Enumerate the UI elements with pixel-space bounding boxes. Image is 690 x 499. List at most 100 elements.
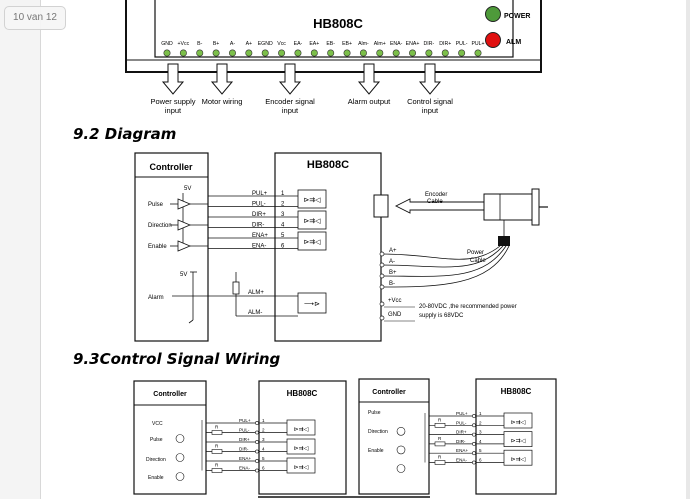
d93l-signal-pulse: Pulse <box>150 437 163 443</box>
d93l-controller-title: Controller <box>153 391 187 398</box>
d92-power-note-1: 20-80VDC ,the recommended power <box>419 304 517 310</box>
d93-resistor <box>211 468 223 473</box>
d92-signal-enable: Enable <box>148 244 167 250</box>
down-arrow <box>278 63 302 95</box>
d92-pin-name: ENA+ <box>252 233 268 239</box>
d93-pin-num: 5 <box>479 448 482 453</box>
indicator-alm-label: ALM <box>506 39 521 46</box>
terminal-dot <box>196 49 204 57</box>
arrow-caption: Motor wiring <box>202 97 243 106</box>
d92-pin-name: PUL+ <box>252 191 268 197</box>
d92-gnd: GND <box>388 312 402 318</box>
d93-pin-num: 4 <box>479 439 482 444</box>
d93r-driver-title: HB808C <box>501 387 532 396</box>
d93-pin-num: 4 <box>262 447 265 452</box>
d92-pin-name: DIR+ <box>252 212 266 218</box>
d92-pin-num: 1 <box>281 191 285 197</box>
terminal-label: DIR+ <box>439 41 451 47</box>
d93-pin-name: ENA- <box>456 458 467 463</box>
d93r-signal-pulse: Pulse <box>368 410 381 416</box>
d93r-signal-direction: Direction <box>368 429 388 435</box>
d93-resistor-label: R <box>215 444 219 449</box>
down-arrow <box>418 63 442 95</box>
terminal-label: B- <box>197 41 202 47</box>
terminal-dot <box>327 49 335 57</box>
d92-buffers <box>170 198 208 252</box>
terminal-label: ENA+ <box>406 41 420 47</box>
svg-text:⊳⇉◁: ⊳⇉◁ <box>511 438 526 445</box>
terminal-label: PUL- <box>456 41 468 47</box>
terminal-dot <box>359 49 367 57</box>
d93-pin-name: ENA- <box>239 466 250 471</box>
d93-resistor-label: R <box>438 455 442 460</box>
d93r-signal-enable: Enable <box>368 448 384 454</box>
d93-pin-num: 3 <box>262 437 265 442</box>
terminal-dot <box>294 49 302 57</box>
d92-vcc: +Vcc <box>388 298 402 304</box>
terminal-label: EB- <box>326 41 335 47</box>
d93-resistor <box>211 449 223 454</box>
terminal-dot <box>278 49 286 57</box>
page-indicator: 10 van 12 <box>4 6 66 30</box>
d92-opto <box>297 210 327 230</box>
d93r-wiring: PUL+1PUL-2DIR+3DIR-4ENA+5ENA-6⊳⇉◁R⊳⇉◁R⊳⇉… <box>396 411 533 473</box>
d93-pin-name: PUL- <box>239 428 250 433</box>
d92-pin-num: 6 <box>281 244 285 250</box>
d92-signal-pulse: Pulse <box>148 202 164 208</box>
d92-optocouplers: ⊳⇉◁⊳⇉◁⊳⇉◁ <box>297 189 327 251</box>
d93-pin-name: ENA+ <box>239 456 251 461</box>
svg-text:⊳⇉◁: ⊳⇉◁ <box>303 239 321 246</box>
terminal-dot <box>343 49 351 57</box>
d92-alarm-label: Alarm <box>148 295 164 301</box>
terminal-dot <box>425 49 433 57</box>
top-indicator-alm: ALM <box>485 32 521 48</box>
d92-motor-terminals: A+A-B+B- <box>379 248 397 290</box>
d93-pin-num: 6 <box>262 466 265 471</box>
down-arrow <box>161 63 185 95</box>
d93-resistor <box>211 430 223 435</box>
d93-pin-num: 2 <box>262 428 265 433</box>
heading-9-2: 9.2 Diagram <box>73 125 177 143</box>
d92-pin-name: PUL- <box>252 202 266 208</box>
terminal-label: EGND <box>258 41 273 47</box>
svg-text:⊳⇉◁: ⊳⇉◁ <box>294 464 309 471</box>
arrow-caption: Alarm output <box>348 97 391 106</box>
d93l-vcc: VCC <box>152 421 163 427</box>
terminal-label: GND <box>161 41 173 47</box>
terminal-dot <box>409 49 417 57</box>
d93-resistor-label: R <box>438 436 442 441</box>
arrow-caption: Control signal <box>407 97 453 106</box>
d93-resistor-label: R <box>438 417 442 422</box>
down-arrow <box>210 63 234 95</box>
d93-pin-num: 5 <box>262 456 265 461</box>
d93-resistor <box>434 441 446 447</box>
d92-pin-num: 5 <box>281 233 285 239</box>
connection-arrows <box>161 63 442 95</box>
d93-resistor <box>434 422 446 428</box>
terminal-dot <box>474 49 482 57</box>
d93-pin-num: 3 <box>479 430 482 435</box>
d92-encoder-cable-1: Encoder <box>425 192 447 198</box>
svg-text:⊳⇉◁: ⊳⇉◁ <box>511 456 526 463</box>
d93-transistor <box>175 453 185 462</box>
d93-opto <box>503 449 533 466</box>
diagram-9-3-right: Controller HB808C Pulse Direction Enable… <box>358 378 557 495</box>
d93-pin-num: 1 <box>262 418 265 423</box>
viewer-scrollbar[interactable] <box>686 0 690 499</box>
arrow-caption: input <box>165 106 182 115</box>
indicator-power-label: POWER <box>504 13 530 20</box>
diagram-9-2: Controller HB808C 5V Pulse Direction Ena… <box>134 152 548 342</box>
svg-text:⊳⇉◁: ⊳⇉◁ <box>294 445 309 452</box>
d93-resistor-label: R <box>215 463 219 468</box>
d93-pin-name: DIR- <box>239 447 249 452</box>
terminal-dot <box>212 49 220 57</box>
terminal-dot <box>376 49 384 57</box>
terminal-label: PUL+ <box>471 41 484 47</box>
d93-pin-name: ENA+ <box>456 448 468 453</box>
terminal-dot <box>458 49 466 57</box>
terminal-dot <box>179 49 187 57</box>
d93-opto <box>286 438 316 455</box>
